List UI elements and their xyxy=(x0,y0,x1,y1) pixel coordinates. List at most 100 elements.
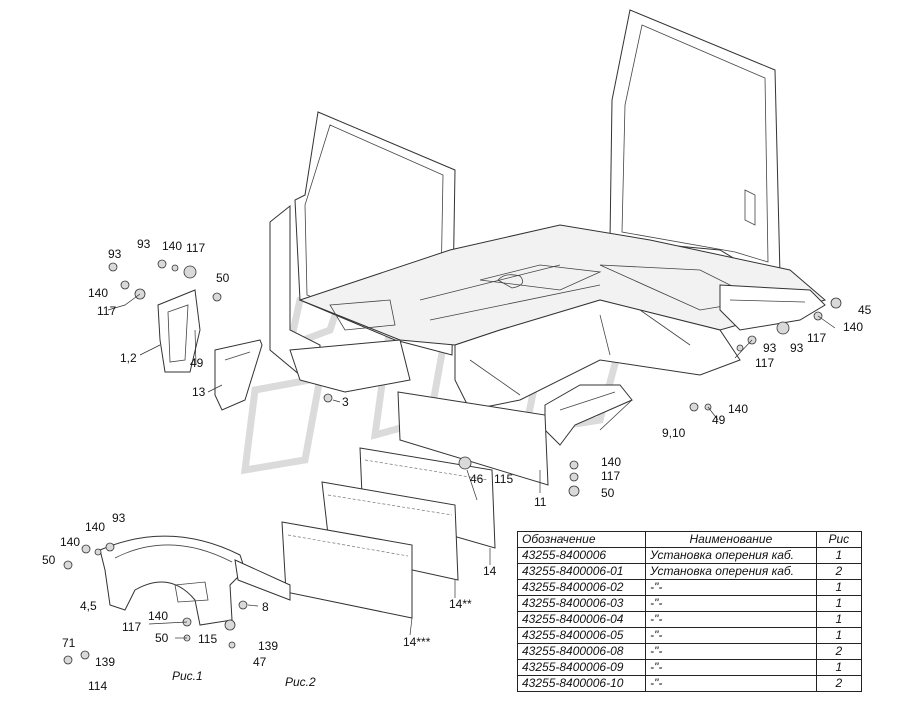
callout-50: 50 xyxy=(155,631,169,645)
callout-50: 50 xyxy=(601,486,615,500)
cell-code: 43255-8400006 xyxy=(516,547,647,564)
callout-140: 140 xyxy=(843,320,863,334)
cell-code: 43255-8400006-04 xyxy=(516,611,647,628)
cell-name: Установка оперения каб. xyxy=(645,547,817,564)
callout-3: 3 xyxy=(342,395,349,409)
callout-140: 140 xyxy=(60,535,80,549)
figure-2-caption: Рис.2 xyxy=(285,675,316,689)
callout-50: 50 xyxy=(42,553,56,567)
leader-lines xyxy=(107,293,836,639)
cell-figure: 1 xyxy=(815,547,863,564)
callout-93: 93 xyxy=(112,511,126,525)
fasteners xyxy=(63,259,842,665)
table-header-row: Обозначение Наименование Рис xyxy=(516,531,863,548)
left-mudguard-parts xyxy=(157,289,263,411)
callout-14-double-star: 14** xyxy=(449,597,472,611)
table-row: 43255-8400006-09 -"- 1 xyxy=(516,659,863,676)
cab-frame xyxy=(269,9,827,411)
callout-93: 93 xyxy=(790,341,804,355)
cell-figure: 1 xyxy=(815,659,863,676)
column-header-name: Наименование xyxy=(645,531,817,548)
callout-1-2: 1,2 xyxy=(120,351,137,365)
cell-figure: 1 xyxy=(815,611,863,628)
callout-93: 93 xyxy=(137,237,151,251)
table-row: 43255-8400006-03 -"- 1 xyxy=(516,595,863,612)
cab-underbody xyxy=(454,299,741,411)
callout-13: 13 xyxy=(192,385,206,399)
callout-140: 140 xyxy=(728,402,748,416)
specification-table: Обозначение Наименование Рис 43255-84000… xyxy=(516,531,863,692)
callout-93: 93 xyxy=(763,341,777,355)
callout-45: 45 xyxy=(858,303,872,317)
callout-50: 50 xyxy=(216,271,230,285)
cell-name: -"- xyxy=(645,595,817,612)
cell-figure: 1 xyxy=(815,579,863,596)
callout-140: 140 xyxy=(148,609,168,623)
callout-9-10: 9,10 xyxy=(662,426,686,440)
callout-93: 93 xyxy=(108,247,122,261)
callout-8: 8 xyxy=(262,600,269,614)
callout-4-5: 4,5 xyxy=(80,599,97,613)
cell-code: 43255-8400006-01 xyxy=(516,563,647,580)
callout-140: 140 xyxy=(85,520,105,534)
right-door-frame xyxy=(609,9,781,276)
callout-115: 115 xyxy=(198,632,217,646)
cell-figure: 2 xyxy=(815,675,863,692)
cell-name: -"- xyxy=(645,659,817,676)
mudguard-bracket xyxy=(234,559,291,601)
table-row: 43255-8400006 Установка оперения каб. 1 xyxy=(516,547,863,564)
callout-140: 140 xyxy=(601,455,621,469)
column-header-code: Обозначение xyxy=(516,531,647,548)
callout-49: 49 xyxy=(712,413,726,427)
table-row: 43255-8400006-10 -"- 2 xyxy=(516,675,863,692)
cell-code: 43255-8400006-05 xyxy=(516,627,647,644)
table-row: 43255-8400006-04 -"- 1 xyxy=(516,611,863,628)
bracket-part-9-10 xyxy=(544,384,633,446)
cell-name: -"- xyxy=(645,579,817,596)
lower-mudguard xyxy=(99,535,291,626)
table-row: 43255-8400006-01 Установка оперения каб.… xyxy=(516,563,863,580)
cell-name: -"- xyxy=(645,611,817,628)
callout-139: 139 xyxy=(95,655,115,669)
cell-code: 43255-8400006-02 xyxy=(516,579,647,596)
bracket-9-10 xyxy=(544,384,633,446)
mudguard-part-13 xyxy=(214,339,263,411)
column-header-figure: Рис xyxy=(815,531,863,548)
mudguard-part-1-2 xyxy=(157,289,201,373)
cell-figure: 1 xyxy=(815,627,863,644)
cell-code: 43255-8400006-10 xyxy=(516,675,647,692)
cell-name: -"- xyxy=(645,643,817,660)
callout-49: 49 xyxy=(190,356,204,370)
right-wing-panel xyxy=(719,284,826,331)
callout-labels: 93 93 140 117 140 50 117 1,2 49 13 3 45 … xyxy=(42,237,872,693)
rear-sill xyxy=(289,339,411,393)
callout-114: 114 xyxy=(88,679,107,693)
cell-name: Установка оперения каб. xyxy=(645,563,817,580)
callout-71: 71 xyxy=(62,636,76,650)
table-row: 43255-8400006-05 -"- 1 xyxy=(516,627,863,644)
figure-1-caption: Рис.1 xyxy=(172,669,203,683)
cell-figure: 1 xyxy=(815,595,863,612)
callout-139: 139 xyxy=(258,639,278,653)
callout-46: 46 xyxy=(470,472,484,486)
panel-stack xyxy=(281,391,549,619)
mudguard-4-5 xyxy=(99,535,246,626)
cell-code: 43255-8400006-08 xyxy=(516,643,647,660)
callout-14-triple-star: 14*** xyxy=(403,635,431,649)
callout-117: 117 xyxy=(97,304,116,318)
callout-117: 117 xyxy=(601,469,620,483)
panel-11 xyxy=(397,391,549,486)
callout-117: 117 xyxy=(755,356,774,370)
cell-name: -"- xyxy=(645,627,817,644)
callout-11: 11 xyxy=(534,495,547,509)
callout-140: 140 xyxy=(88,286,108,300)
cell-figure: 2 xyxy=(815,643,863,660)
cell-figure: 2 xyxy=(815,563,863,580)
callout-47: 47 xyxy=(253,655,267,669)
table-row: 43255-8400006-02 -"- 1 xyxy=(516,579,863,596)
callout-140: 140 xyxy=(162,239,182,253)
cell-name: -"- xyxy=(645,675,817,692)
callout-117: 117 xyxy=(807,331,826,345)
callout-115: 115 xyxy=(494,472,513,486)
